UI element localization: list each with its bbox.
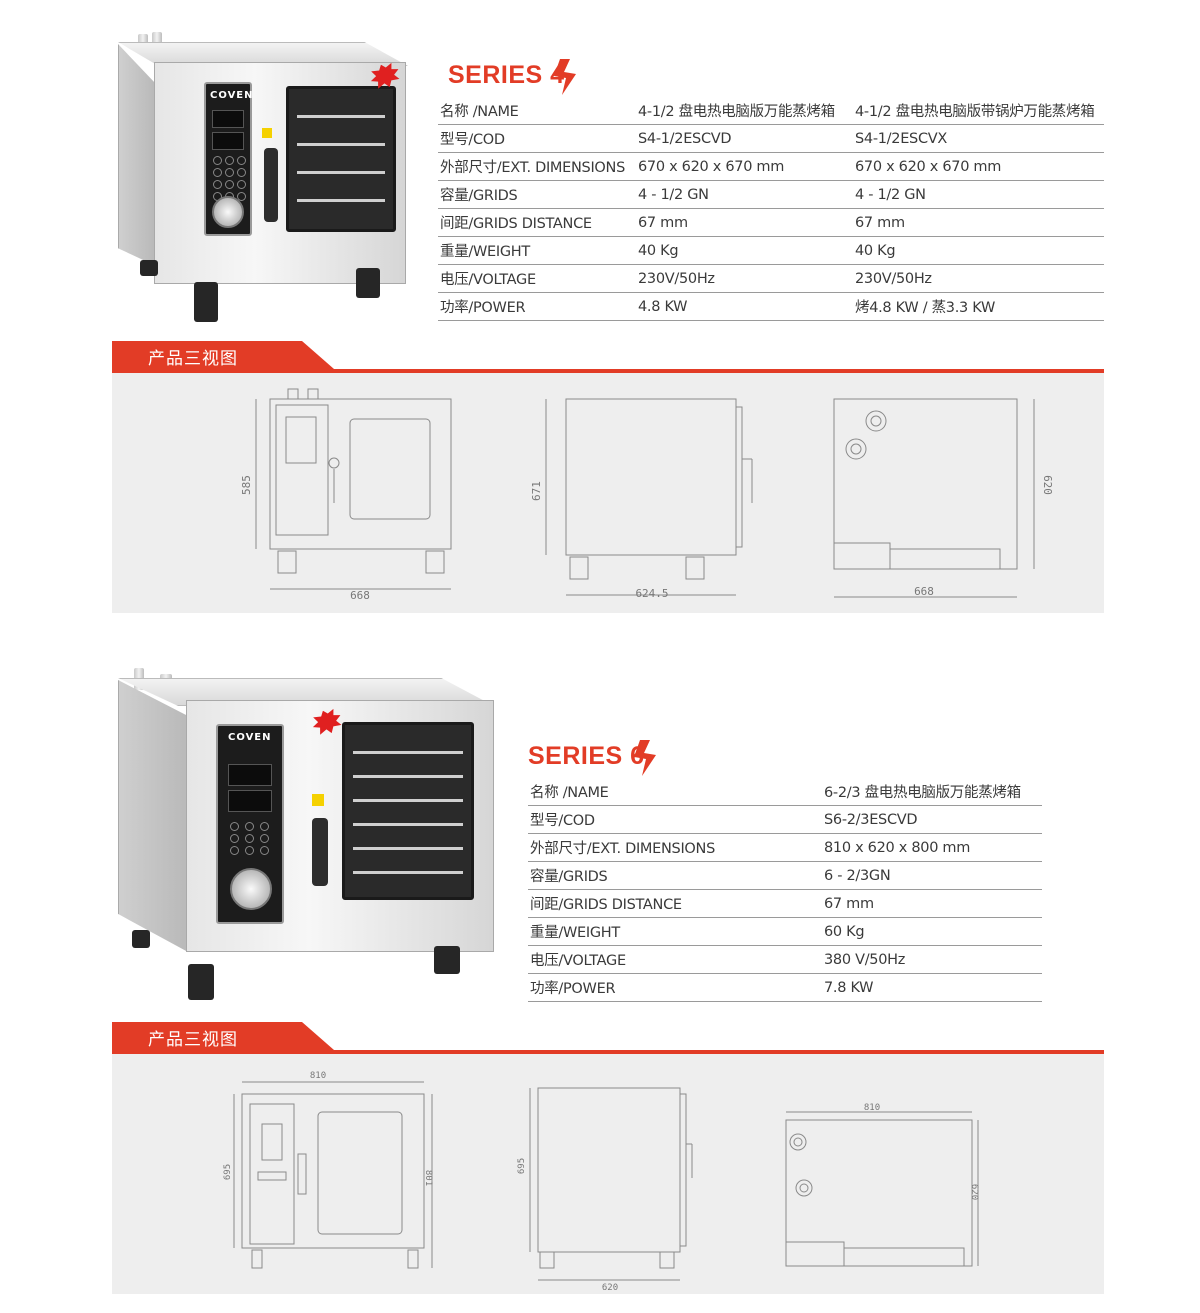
side-view-drawing bbox=[545, 398, 753, 596]
dim-side-width: 620 bbox=[602, 1283, 618, 1293]
section-label: 产品三视图 bbox=[148, 349, 238, 369]
spec-label: 名称 /NAME bbox=[528, 778, 822, 806]
spec-label: 功率/POWER bbox=[528, 973, 822, 1002]
control-knob bbox=[230, 868, 272, 910]
series4-title: SERIES 4 bbox=[448, 59, 576, 95]
dim-front-height: 585 bbox=[240, 475, 253, 495]
front-view-drawing bbox=[255, 388, 452, 590]
dim-top-width: 668 bbox=[914, 585, 934, 598]
spec-value: 380 V/50Hz bbox=[822, 945, 1042, 974]
spec-value: 4 - 1/2 GN bbox=[853, 180, 1104, 209]
series6-oven-photo: COVEN bbox=[112, 668, 497, 1004]
front-view-drawing bbox=[233, 1081, 433, 1269]
spec-label: 功率/POWER bbox=[438, 292, 636, 321]
spec-value: 4-1/2 盘电热电脑版万能蒸烤箱 bbox=[636, 97, 853, 125]
series6-title: SERIES 6 bbox=[528, 740, 656, 776]
dim-front-height-total: 801 bbox=[423, 1170, 433, 1186]
dim-front-width: 810 bbox=[310, 1071, 326, 1081]
spec-label: 型号/COD bbox=[438, 124, 636, 153]
spec-value: 4.8 KW bbox=[636, 292, 853, 321]
spec-value: 670 x 620 x 670 mm bbox=[853, 152, 1104, 181]
spec-value: 6-2/3 盘电热电脑版万能蒸烤箱 bbox=[822, 778, 1042, 806]
spec-label: 型号/COD bbox=[528, 805, 822, 834]
spec-value: 230V/50Hz bbox=[853, 264, 1104, 293]
section-label: 产品三视图 bbox=[148, 1030, 238, 1050]
series6-drawings: 810 695 801 695 620 810 620 bbox=[112, 1054, 1104, 1294]
spec-value: 4-1/2 盘电热电脑版带锅炉万能蒸烤箱 bbox=[853, 97, 1104, 125]
spec-value: 6 - 2/3GN bbox=[822, 861, 1042, 890]
lightning-icon bbox=[554, 59, 576, 95]
door-handle bbox=[264, 148, 278, 222]
dim-side-width: 624.5 bbox=[635, 587, 668, 600]
spec-value: 67 mm bbox=[853, 208, 1104, 237]
spec-value: 7.8 KW bbox=[822, 973, 1042, 1002]
top-view-drawing bbox=[833, 398, 1035, 598]
spec-label: 间距/GRIDS DISTANCE bbox=[528, 889, 822, 918]
spec-value: S4-1/2ESCVD bbox=[636, 124, 853, 153]
control-knob bbox=[212, 196, 244, 228]
dim-front-height: 695 bbox=[223, 1164, 233, 1180]
spec-label: 容量/GRIDS bbox=[528, 861, 822, 890]
lightning-icon bbox=[634, 740, 656, 776]
spec-value: 67 mm bbox=[822, 889, 1042, 918]
spec-value: 230V/50Hz bbox=[636, 264, 853, 293]
spec-value: 810 x 620 x 800 mm bbox=[822, 833, 1042, 862]
spec-value: 40 Kg bbox=[636, 236, 853, 265]
door-handle bbox=[312, 818, 328, 886]
dim-top-depth: 620 bbox=[969, 1184, 979, 1200]
spec-label: 容量/GRIDS bbox=[438, 180, 636, 209]
spec-value: 4 - 1/2 GN bbox=[636, 180, 853, 209]
top-view-drawing bbox=[785, 1111, 979, 1267]
spec-label: 重量/WEIGHT bbox=[528, 917, 822, 946]
spec-value: 67 mm bbox=[636, 208, 853, 237]
spec-value: 670 x 620 x 670 mm bbox=[636, 152, 853, 181]
dim-side-height: 695 bbox=[517, 1158, 527, 1174]
spec-value: 40 Kg bbox=[853, 236, 1104, 265]
spec-value: 60 Kg bbox=[822, 917, 1042, 946]
brand-logo: COVEN bbox=[210, 90, 254, 101]
spec-label: 外部尺寸/EXT. DIMENSIONS bbox=[438, 152, 636, 181]
spec-label: 重量/WEIGHT bbox=[438, 236, 636, 265]
dim-front-width: 668 bbox=[350, 589, 370, 602]
spec-value: S6-2/3ESCVD bbox=[822, 805, 1042, 834]
dim-side-height: 671 bbox=[530, 481, 543, 501]
series4-drawings: 585 668 671 624.5 620 668 bbox=[112, 373, 1104, 613]
spec-label: 外部尺寸/EXT. DIMENSIONS bbox=[528, 833, 822, 862]
spec-label: 名称 /NAME bbox=[438, 97, 636, 125]
dim-top-depth: 620 bbox=[1041, 475, 1054, 495]
spec-label: 电压/VOLTAGE bbox=[528, 945, 822, 974]
spec-value: S4-1/2ESCVX bbox=[853, 124, 1104, 153]
spec-value: 烤4.8 KW / 蒸3.3 KW bbox=[853, 292, 1104, 321]
brand-logo: COVEN bbox=[228, 732, 272, 743]
series4-oven-photo: COVEN bbox=[112, 30, 412, 330]
side-view-drawing bbox=[529, 1087, 693, 1281]
spec-label: 间距/GRIDS DISTANCE bbox=[438, 208, 636, 237]
spec-label: 电压/VOLTAGE bbox=[438, 264, 636, 293]
dim-top-width: 810 bbox=[864, 1103, 880, 1113]
series6-three-view-header: 产品三视图 bbox=[112, 1022, 1104, 1054]
series4-three-view-header: 产品三视图 bbox=[112, 341, 1104, 373]
